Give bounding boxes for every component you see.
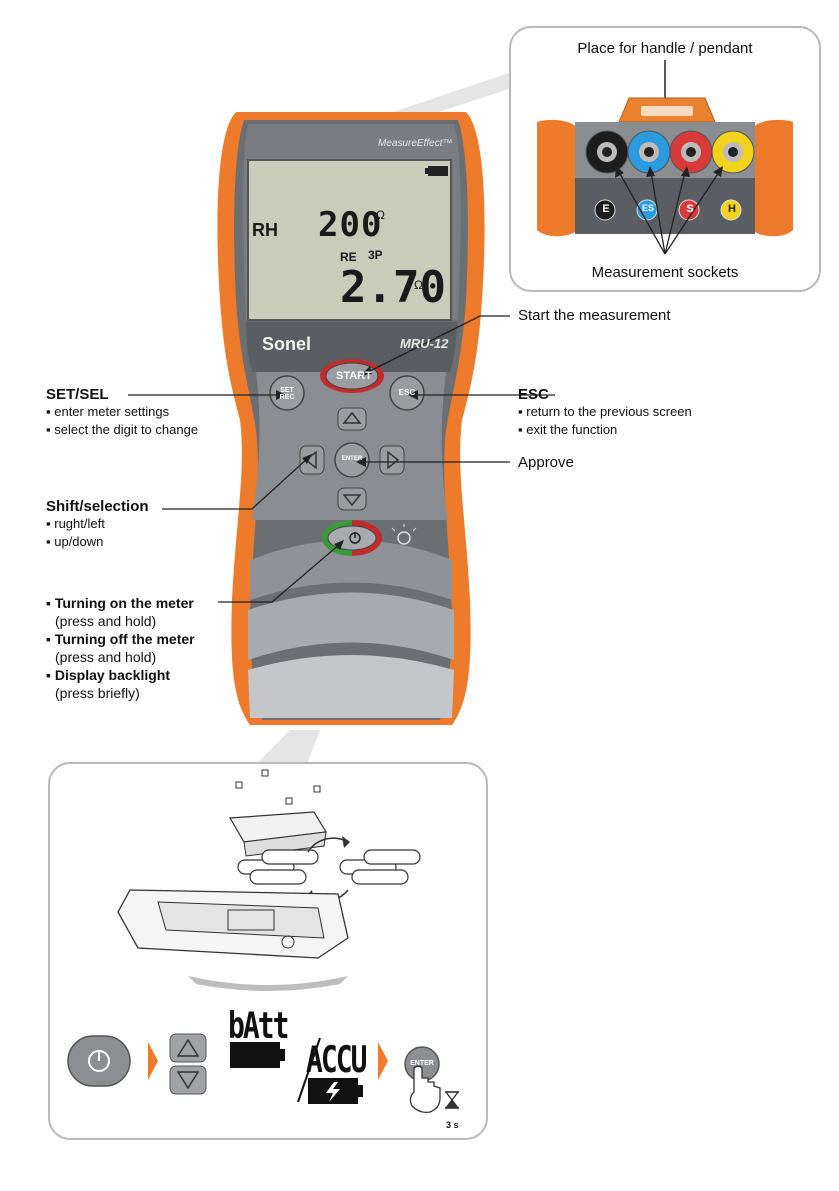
divider-arc [188,976,348,991]
step-down-key-icon [169,1065,207,1095]
lcd-label-re: RE [340,250,357,264]
callout-shift-line-2: up/down [46,533,149,551]
device-brand-top: MeasureEffect™ [378,138,453,149]
callout-shift-title: Shift/selection [46,498,149,515]
callout-power-off-note: (press and hold) [55,649,157,665]
lcd-display [247,159,452,321]
callout-esc: ESC return to the previous screen exit t… [518,386,692,439]
socket-letter-es: ES [641,203,654,213]
sonel-logo: Sonel [262,334,312,354]
callout-setsel-line-2: select the digit to change [46,421,198,439]
chevron-right-icon [148,1042,158,1080]
left-arrow-key [299,445,325,475]
battery-icon [428,166,448,176]
right-arrow-key [379,445,405,475]
lcd-value-rh: 200 [318,205,383,245]
step-up-key-icon [169,1033,207,1063]
screw-icons [235,769,321,805]
callout-start: Start the measurement [518,307,671,324]
callout-shift: Shift/selection rught/left up/down [46,498,149,551]
callout-setsel-line-1: enter meter settings [46,403,198,421]
esc-button[interactable]: ESC [398,388,416,397]
enter-label: ENTER [410,1060,434,1067]
enter-button-label[interactable]: ENTER [341,456,363,462]
socket-letter-s: S [686,203,694,215]
up-arrow-key [337,407,367,431]
batt-text: bAtt [228,1004,289,1047]
handle-label: Place for handle / pendant [577,40,753,57]
lcd-unit-rh: Ω [376,208,385,222]
socket-es-blue [627,130,671,174]
down-arrow-key [337,487,367,511]
callout-esc-line-2: exit the function [518,421,692,439]
socket-letter-e: E [602,203,610,215]
socket-h-yellow [711,130,755,174]
callout-esc-title: ESC [518,386,549,403]
callout-power-on-title: Turning on the meter [46,594,195,612]
batt-battery-icon [230,1042,280,1068]
callout-setsel-title: SET/SEL [46,386,109,403]
lcd-label-rh: RH [252,220,278,240]
lcd-value-re: 2.70 [340,262,446,313]
zoom-indicator-bottom [258,730,320,762]
socket-s-red [669,130,713,174]
chevron-right-icon-2 [378,1042,388,1080]
lcd-mode-3p: 3P [368,248,383,262]
battery-replacement-illustration [67,769,460,1114]
start-button[interactable]: START [336,370,372,382]
backlight-bulb-icon [397,531,411,545]
slash-divider [297,1037,321,1103]
callout-esc-line-1: return to the previous screen [518,403,691,421]
callout-power-on-note: (press and hold) [55,613,157,629]
callout-power: Turning on the meter (press and hold) Tu… [46,594,195,702]
callout-power-off-title: Turning off the meter [46,630,195,648]
model-name: MRU-12 [400,336,449,351]
power-button [327,525,377,551]
callout-backlight-note: (press briefly) [55,685,140,701]
hourglass-icon [444,1091,460,1102]
sockets-label: Measurement sockets [591,264,739,281]
callout-shift-line-1: rught/left [46,515,149,533]
lcd-unit-re: Ω [414,278,423,292]
callout-approve: Approve [518,454,574,471]
socket-letter-h: H [728,203,736,215]
sockets-illustration [537,60,793,255]
set-button[interactable]: SET REC [279,387,295,401]
hold-time-label: 3 s [446,1120,459,1130]
zoom-indicator-top [375,72,512,118]
press-hand-icon [409,1065,441,1114]
lightning-icon [326,1082,340,1102]
socket-e-black [585,130,629,174]
accu-text: ACCU [306,1038,367,1081]
enter-button [334,442,370,478]
callout-backlight-title: Display backlight [46,666,195,684]
batteries-left [237,849,319,885]
batteries-right [339,849,421,885]
callout-setsel: SET/SEL enter meter settings select the … [46,386,198,439]
